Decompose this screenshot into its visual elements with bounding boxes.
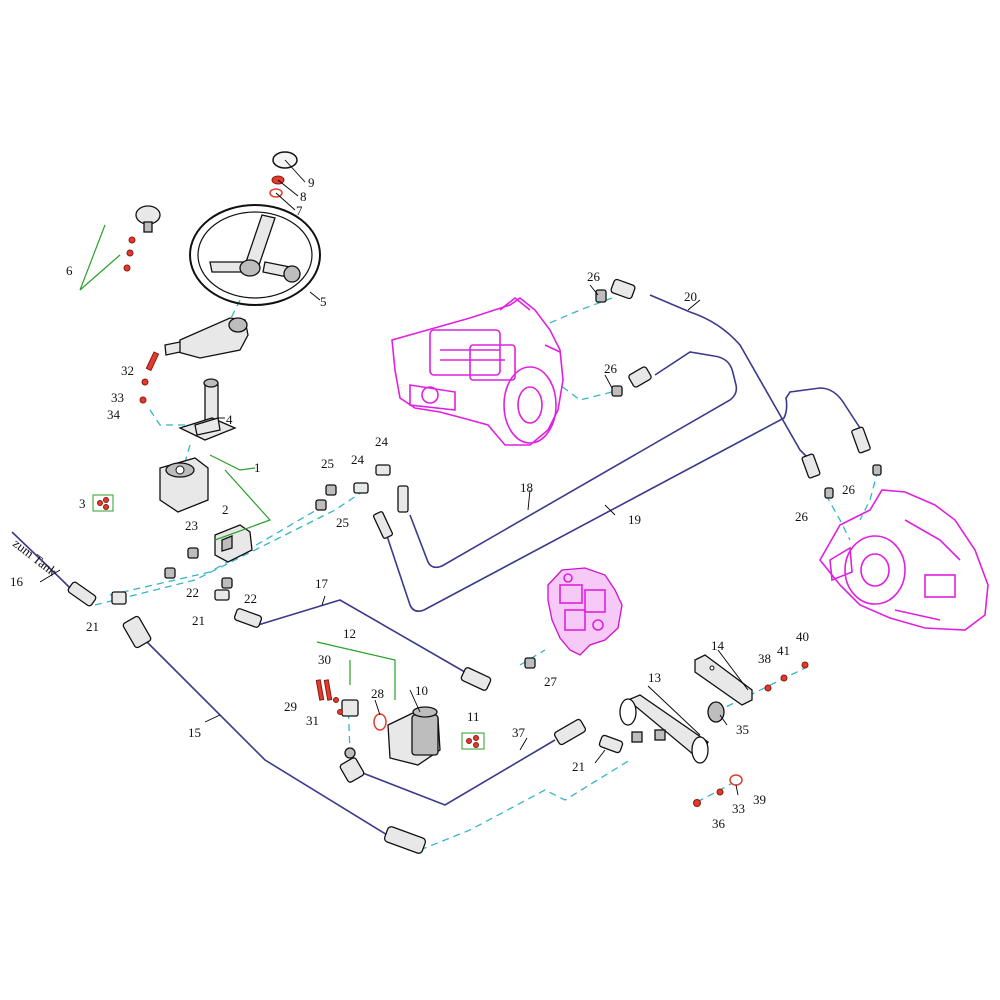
pump-flange	[315, 679, 387, 731]
cylinder-bracket	[694, 654, 753, 723]
callout-26-lower: 26	[604, 361, 618, 376]
connection-26c-line	[825, 494, 851, 541]
callout-2: 2	[222, 502, 229, 517]
callout-34: 34	[107, 407, 121, 422]
seal-kit-3	[92, 494, 114, 512]
priority-valve	[214, 524, 253, 563]
callout-26-right-a: 26	[795, 509, 809, 524]
callout-25-bottom: 25	[336, 515, 349, 530]
steering-cylinder	[619, 694, 709, 764]
callout-10: 10	[415, 683, 428, 698]
callout-22-right: 22	[244, 591, 257, 606]
callout-15: 15	[188, 725, 201, 740]
connection-pump-line	[347, 699, 351, 753]
callout-13: 13	[648, 670, 661, 685]
callout-12: 12	[343, 626, 356, 641]
hose-18	[409, 351, 738, 569]
steering-column	[178, 378, 237, 441]
callout-9: 9	[308, 175, 315, 190]
callout-11: 11	[467, 709, 480, 724]
horn-cap	[269, 151, 298, 198]
callout-8: 8	[300, 189, 307, 204]
callout-35: 35	[736, 722, 749, 737]
callout-39: 39	[753, 792, 766, 807]
callout-5: 5	[320, 294, 327, 309]
cylinder-hardware	[693, 661, 809, 807]
callout-17: 17	[315, 576, 329, 591]
callout-33-top: 33	[111, 390, 124, 405]
control-valve-block	[547, 567, 623, 656]
hose-19	[384, 387, 861, 612]
hose-15	[144, 639, 393, 839]
steering-column-cover	[164, 317, 249, 359]
callout-7: 7	[296, 203, 303, 218]
connection-parallel-line	[109, 504, 326, 596]
callout-24-left: 24	[351, 452, 365, 467]
connection-26d-line	[859, 469, 879, 521]
callout-37: 37	[512, 725, 526, 740]
connection-26b-line	[559, 384, 613, 401]
callout-6: 6	[66, 263, 73, 278]
connection-bolt-line	[149, 409, 190, 426]
callout-21-left: 21	[86, 619, 99, 634]
connection-cylinder-line	[419, 759, 631, 851]
callout-27: 27	[544, 674, 558, 689]
bolt-set	[139, 351, 160, 404]
callout-24-right: 24	[375, 434, 389, 449]
callout-38: 38	[758, 651, 771, 666]
steering-knob	[123, 205, 161, 272]
callout-14: 14	[711, 638, 725, 653]
callout-20: 20	[684, 289, 697, 304]
callout-4: 4	[226, 412, 233, 427]
transmission-right-assembly	[819, 489, 989, 631]
callout-16: 16	[10, 574, 24, 589]
connection-unit-line	[184, 444, 191, 463]
callout-40: 40	[796, 629, 809, 644]
callout-26-right-b: 26	[842, 482, 856, 497]
callout-28: 28	[371, 686, 384, 701]
seal-kit-11	[461, 732, 485, 750]
callout-25-top: 25	[321, 456, 334, 471]
callout-21-right: 21	[572, 759, 585, 774]
callout-1: 1	[254, 460, 261, 475]
callout-26-upper: 26	[587, 269, 601, 284]
connection-main-line	[94, 489, 366, 606]
steering-wheel	[189, 204, 321, 306]
callout-3: 3	[79, 496, 86, 511]
callout-21-mid: 21	[192, 613, 205, 628]
steering-unit	[159, 457, 209, 513]
callout-19: 19	[628, 512, 641, 527]
callout-18: 18	[520, 480, 533, 495]
hose-17	[257, 599, 471, 676]
callout-36: 36	[712, 816, 726, 831]
callout-33-bottom: 33	[732, 801, 745, 816]
hydraulic-pump	[387, 706, 441, 766]
callout-labels: 1 2 3 4 5 6 7 8 9 10 11 12 13 14 15 16 1…	[10, 175, 856, 831]
callout-31: 31	[306, 713, 319, 728]
hose-37	[354, 739, 556, 806]
hose-lines	[11, 294, 861, 839]
callout-29: 29	[284, 699, 297, 714]
leader-lines	[39, 159, 749, 796]
hose-20	[649, 294, 813, 463]
tank-label: zum Tank	[10, 536, 60, 580]
callout-22-left: 22	[186, 585, 199, 600]
callout-41: 41	[777, 643, 790, 658]
callout-30: 30	[318, 652, 331, 667]
callout-32: 32	[121, 363, 134, 378]
fittings	[67, 278, 882, 854]
callout-23: 23	[185, 518, 198, 533]
transmission-top-assembly	[391, 296, 564, 446]
